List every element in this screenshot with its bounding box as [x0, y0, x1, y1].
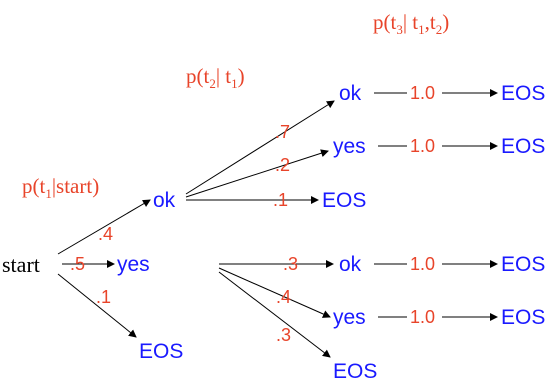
prob-yes-eos: .3 — [276, 325, 291, 345]
prob-start-ok: .4 — [98, 224, 113, 244]
prob-ok-yes-eos: 1.0 — [410, 136, 435, 156]
node-eos: EOS — [139, 340, 183, 363]
node-ok-ok-eos: EOS — [501, 82, 545, 105]
prob-yes-yes: .4 — [276, 287, 291, 307]
edge-start-eos — [57, 273, 137, 338]
node-yes-yes-eos: EOS — [501, 306, 545, 329]
node-yes-yes: yes — [333, 306, 366, 329]
edge-yes-eos — [218, 271, 331, 358]
prob-ok-eos: .1 — [273, 190, 288, 210]
node-ok-yes-eos: EOS — [501, 135, 545, 158]
edge-yes-yes — [218, 267, 331, 318]
prob-yes-ok-eos: 1.0 — [410, 254, 435, 274]
node-ok-ok: ok — [339, 82, 362, 105]
header-level2: p(t2| t1) — [186, 64, 245, 91]
node-yes-eos: EOS — [333, 360, 377, 383]
node-ok: ok — [153, 189, 176, 212]
node-yes: yes — [117, 253, 150, 276]
node-yes-ok-eos: EOS — [501, 253, 545, 276]
edge-ok-yes — [185, 149, 329, 198]
prob-start-eos: .1 — [96, 287, 111, 307]
edge-start-ok — [57, 199, 151, 255]
edge-ok-ok — [185, 100, 335, 195]
prob-yes-yes-eos: 1.0 — [410, 307, 435, 327]
prob-ok-ok: .7 — [275, 122, 290, 142]
prob-ok-ok-eos: 1.0 — [410, 83, 435, 103]
node-ok-eos: EOS — [322, 189, 366, 212]
header-level3: p(t3| t1,t2) — [373, 10, 449, 37]
prob-ok-yes: .2 — [275, 155, 290, 175]
node-start: start — [2, 252, 40, 277]
header-level1: p(t1|start) — [22, 174, 99, 201]
prob-start-yes: .5 — [70, 254, 85, 274]
node-ok-yes: yes — [333, 135, 366, 158]
node-yes-ok: ok — [339, 253, 362, 276]
prob-yes-ok: .3 — [283, 254, 298, 274]
